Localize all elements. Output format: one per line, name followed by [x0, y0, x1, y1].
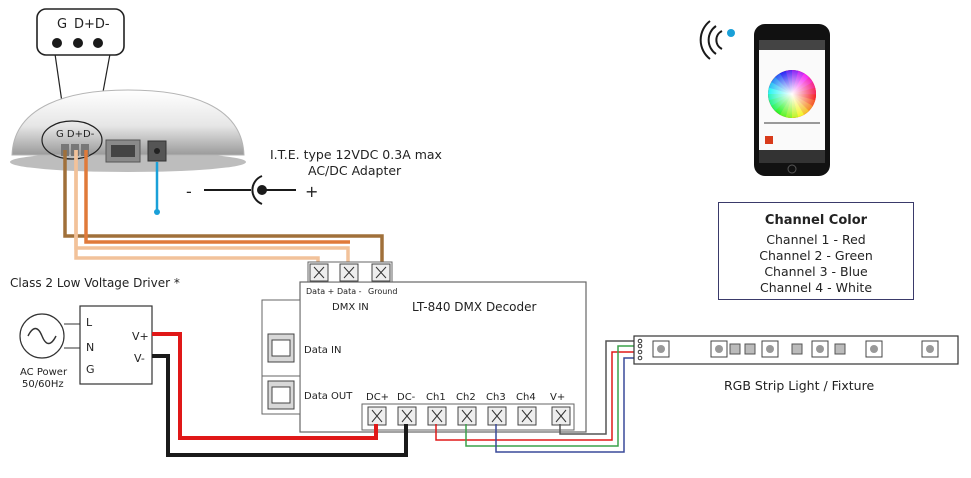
- adapter-plus: +: [305, 182, 318, 201]
- dc-adapter-symbol: - + I.T.E. type 12VDC 0.3A max AC/DC Ada…: [186, 147, 442, 205]
- bottom-screw-terminal: [487, 406, 507, 426]
- terminal-ch3: Ch3: [486, 392, 506, 403]
- terminal-ch4: Ch4: [516, 392, 536, 403]
- bottom-screw-terminal: [397, 406, 417, 426]
- adapter-label-line1: I.T.E. type 12VDC 0.3A max: [270, 147, 442, 162]
- callout-pin-data: D+D-: [74, 17, 110, 32]
- decoder-title: LT-840 DMX Decoder: [412, 300, 537, 314]
- bottom-screw-terminal: [551, 406, 571, 426]
- adapter-label-line2: AC/DC Adapter: [308, 163, 402, 178]
- adapter-minus: -: [186, 182, 192, 201]
- led-chip: [761, 340, 779, 358]
- terminal-data-minus: Data -: [337, 287, 362, 296]
- legend-row-ch1: Channel 1 - Red: [766, 232, 866, 247]
- resistor: [729, 343, 741, 355]
- legend-row-ch3: Channel 3 - Blue: [764, 264, 868, 279]
- channel-wires: [435, 340, 634, 453]
- device-pin-labels: G D+D-: [56, 129, 95, 140]
- decoder-bottom-terminals: DC+ DC- Ch1 Ch2 Ch3 Ch4 V+: [361, 392, 575, 431]
- driver-input-l: L: [86, 316, 93, 329]
- legend-row-ch2: Channel 2 - Green: [759, 248, 873, 263]
- callout-pin-g: G: [57, 17, 67, 32]
- data-out-label: Data OUT: [304, 391, 353, 402]
- driver-input-n: N: [86, 341, 94, 354]
- led-chip: [811, 340, 829, 358]
- led-chip: [710, 340, 728, 358]
- bottom-screw-terminal: [367, 406, 387, 426]
- bottom-screw-terminal: [427, 406, 447, 426]
- data-in-label: Data IN: [304, 345, 342, 356]
- led-chip: [921, 340, 939, 358]
- driver-output-vplus: V+: [132, 330, 149, 343]
- terminal-dc-plus: DC+: [366, 392, 389, 403]
- wifi-controller-device: G D+D-: [10, 89, 246, 172]
- strip-label: RGB Strip Light / Fixture: [724, 378, 874, 393]
- bottom-screw-terminal: [457, 406, 477, 426]
- smartphone-app: [699, 20, 830, 176]
- driver-title: Class 2 Low Voltage Driver *: [10, 276, 180, 290]
- decoder-top-terminals: Data + Data - Ground: [306, 261, 397, 296]
- resistor: [744, 343, 756, 355]
- terminal-ground: Ground: [368, 287, 397, 296]
- rgb-strip: RGB Strip Light / Fixture: [633, 335, 959, 393]
- dmx-in-label: DMX IN: [332, 302, 369, 313]
- terminal-data-plus: Data +: [306, 287, 334, 296]
- resistor: [834, 343, 846, 355]
- power-wires: [152, 332, 408, 457]
- terminal-dc-minus: DC-: [397, 392, 416, 403]
- led-chip: [652, 340, 670, 358]
- wifi-signal-icon: [699, 20, 735, 60]
- legend-title: Channel Color: [764, 213, 868, 228]
- ac-label-line1: AC Power: [20, 367, 68, 378]
- low-voltage-driver: Class 2 Low Voltage Driver * AC Power 50…: [10, 276, 180, 390]
- driver-input-g: G: [86, 363, 95, 376]
- resistor: [791, 343, 803, 355]
- led-chip: [865, 340, 883, 358]
- legend-row-ch4: Channel 4 - White: [759, 280, 873, 295]
- driver-output-vminus: V-: [134, 352, 145, 365]
- terminal-ch1: Ch1: [426, 392, 446, 403]
- terminal-ch2: Ch2: [456, 392, 476, 403]
- bottom-screw-terminal: [517, 406, 537, 426]
- controller-pin-callout: G D+D-: [36, 8, 125, 131]
- terminal-v-plus: V+: [550, 392, 565, 403]
- ac-label-line2: 50/60Hz: [22, 379, 64, 390]
- channel-color-legend: Channel Color Channel 1 - Red Channel 2 …: [718, 202, 914, 300]
